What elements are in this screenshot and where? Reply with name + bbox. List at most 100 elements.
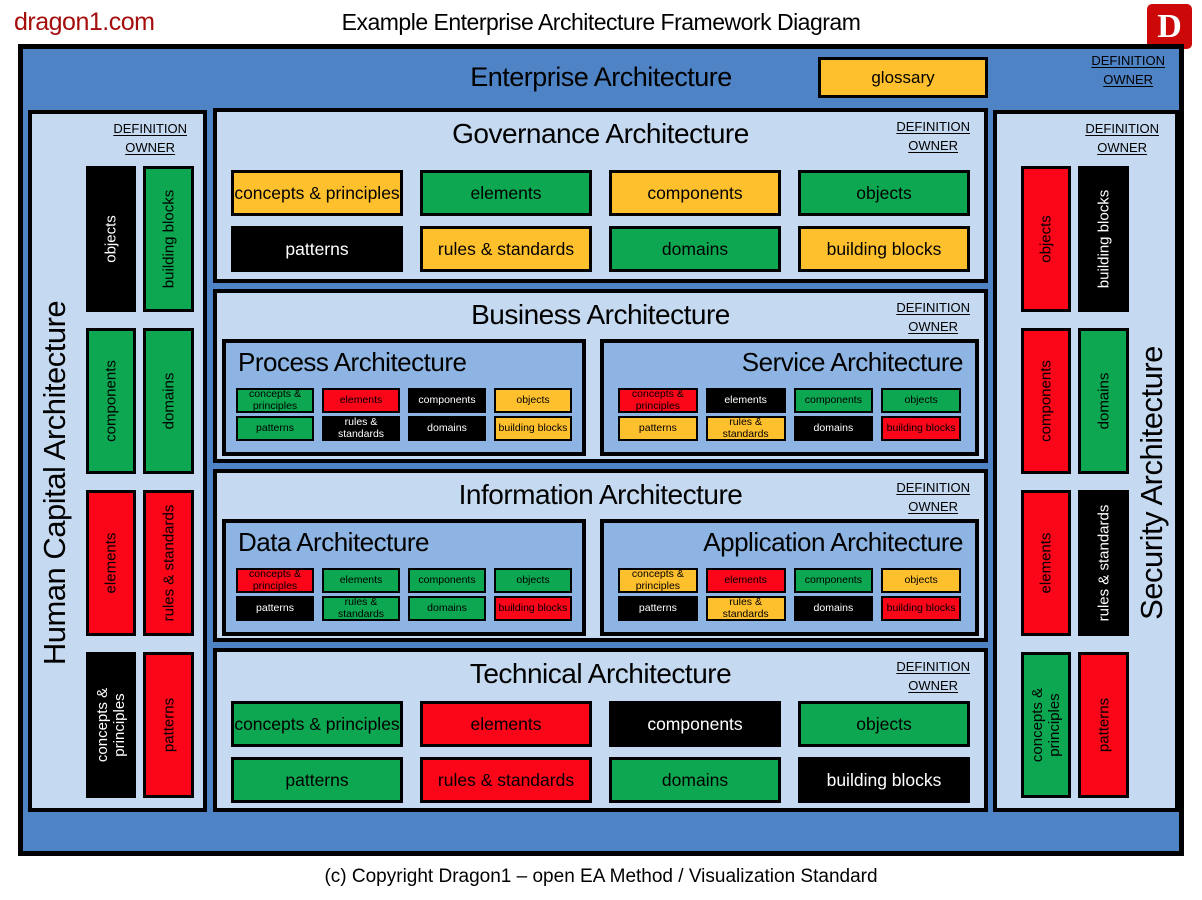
block-concepts-principles: concepts & principles <box>1021 652 1071 798</box>
definition-owner-link[interactable]: DEFINITION OWNER <box>896 479 970 517</box>
business-sub-row: Process Architecture concepts & principl… <box>217 339 984 456</box>
definition-owner-line2: OWNER <box>908 318 959 334</box>
panel-security-architecture: DEFINITION OWNER objects building blocks… <box>993 110 1179 812</box>
block-rules-standards: rules & standards <box>420 757 592 803</box>
definition-owner-link[interactable]: DEFINITION OWNER <box>896 658 970 696</box>
process-architecture-title: Process Architecture <box>238 347 467 377</box>
block-elements: elements <box>705 568 786 593</box>
panel-technical-architecture: Technical Architecture DEFINITION OWNER … <box>213 648 988 812</box>
data-block-grid: concepts & principles elements component… <box>226 568 582 621</box>
block-components: components <box>609 170 781 216</box>
block-elements: elements <box>705 388 786 413</box>
block-building-blocks: building blocks <box>143 166 194 312</box>
block-concepts-principles: concepts & principles <box>236 568 314 593</box>
definition-owner-link[interactable]: DEFINITION OWNER <box>1091 52 1165 90</box>
block-concepts-principles: concepts & principles <box>236 388 314 413</box>
block-building-blocks: building blocks <box>881 596 961 621</box>
block-concepts-principles: concepts & principles <box>231 701 403 747</box>
panel-governance-architecture: Governance Architecture DEFINITION OWNER… <box>213 108 988 283</box>
governance-block-grid: concepts & principles elements component… <box>217 170 984 272</box>
block-rules-standards: rules & standards <box>705 416 786 441</box>
block-rules-standards: rules & standards <box>322 596 400 621</box>
block-label: elements <box>102 532 120 594</box>
block-label: domains <box>1094 372 1112 430</box>
definition-owner-line1: DEFINITION <box>113 121 187 136</box>
definition-owner-line1: DEFINITION <box>896 119 970 134</box>
block-label: elements <box>1037 532 1055 594</box>
enterprise-architecture-title: Enterprise Architecture <box>470 62 732 92</box>
definition-owner-link[interactable]: DEFINITION OWNER <box>896 299 970 337</box>
block-domains: domains <box>609 226 781 272</box>
block-building-blocks: building blocks <box>494 596 572 621</box>
block-rules-standards: rules & standards <box>705 596 786 621</box>
block-label: rules & standards <box>159 504 177 622</box>
block-objects: objects <box>86 166 136 312</box>
block-elements: elements <box>1021 490 1071 636</box>
page-title: Example Enterprise Architecture Framewor… <box>341 9 861 35</box>
process-block-grid: concepts & principles elements component… <box>226 388 582 441</box>
block-patterns: patterns <box>618 596 698 621</box>
block-objects: objects <box>798 170 970 216</box>
glossary-button[interactable]: glossary <box>818 57 988 98</box>
business-architecture-title: Business Architecture <box>471 299 730 330</box>
block-objects: objects <box>494 388 572 413</box>
block-rules-standards: rules & standards <box>420 226 592 272</box>
copyright-text: (c) Copyright Dragon1 – open EA Method /… <box>324 866 878 887</box>
application-block-grid: concepts & principles elements component… <box>604 568 975 621</box>
technical-block-grid: concepts & principles elements component… <box>217 701 984 803</box>
block-elements: elements <box>322 568 400 593</box>
definition-owner-link[interactable]: DEFINITION OWNER <box>113 120 187 158</box>
brand-text[interactable]: dragon1.com <box>14 8 155 36</box>
panel-information-architecture: Information Architecture DEFINITION OWNE… <box>213 469 988 642</box>
block-components: components <box>609 701 781 747</box>
block-label: concepts & principles <box>93 687 128 763</box>
block-components: components <box>408 388 486 413</box>
block-objects: objects <box>494 568 572 593</box>
security-block-grid: objects building blocks components domai… <box>1021 166 1129 802</box>
definition-owner-line2: OWNER <box>1097 139 1148 155</box>
block-building-blocks: building blocks <box>798 226 970 272</box>
definition-owner-line2: OWNER <box>125 139 176 155</box>
block-patterns: patterns <box>1078 652 1129 798</box>
block-domains: domains <box>1078 328 1129 474</box>
block-elements: elements <box>420 701 592 747</box>
block-label: components <box>102 360 120 442</box>
block-label: objects <box>102 215 120 263</box>
panel-data-architecture: Data Architecture concepts & principles … <box>222 519 586 636</box>
block-domains: domains <box>408 416 486 441</box>
block-domains: domains <box>143 328 194 474</box>
block-rules-standards: rules & standards <box>1078 490 1129 636</box>
block-domains: domains <box>793 416 874 441</box>
dragon1-logo: D <box>1147 4 1192 49</box>
definition-owner-line2: OWNER <box>908 137 959 153</box>
block-components: components <box>793 568 874 593</box>
panel-human-capital-architecture: DEFINITION OWNER Human Capital Architect… <box>28 110 207 812</box>
block-objects: objects <box>1021 166 1071 312</box>
block-building-blocks: building blocks <box>798 757 970 803</box>
block-label: rules & standards <box>1094 504 1112 622</box>
block-patterns: patterns <box>236 416 314 441</box>
block-concepts-principles: concepts & principles <box>618 568 698 593</box>
block-components: components <box>793 388 874 413</box>
technical-architecture-title: Technical Architecture <box>469 658 732 689</box>
definition-owner-line1: DEFINITION <box>1085 121 1159 136</box>
block-patterns: patterns <box>236 596 314 621</box>
security-body: objects building blocks components domai… <box>997 164 1175 802</box>
panel-application-architecture: Application Architecture concepts & prin… <box>600 519 979 636</box>
definition-owner-link[interactable]: DEFINITION OWNER <box>1085 120 1159 158</box>
definition-owner-line1: DEFINITION <box>896 300 970 315</box>
block-rules-standards: rules & standards <box>322 416 400 441</box>
block-components: components <box>1021 328 1071 474</box>
definition-owner-link[interactable]: DEFINITION OWNER <box>896 118 970 156</box>
block-domains: domains <box>609 757 781 803</box>
block-elements: elements <box>420 170 592 216</box>
block-label: building blocks <box>1094 189 1112 289</box>
human-capital-body: Human Capital Architecture objects build… <box>32 164 203 802</box>
block-label: objects <box>1037 215 1055 263</box>
block-patterns: patterns <box>231 757 403 803</box>
enterprise-architecture-box: Enterprise Architecture glossary DEFINIT… <box>18 44 1184 856</box>
application-architecture-title: Application Architecture <box>703 527 963 557</box>
block-domains: domains <box>408 596 486 621</box>
block-concepts-principles: concepts & principles <box>86 652 136 798</box>
information-architecture-title: Information Architecture <box>458 479 743 510</box>
